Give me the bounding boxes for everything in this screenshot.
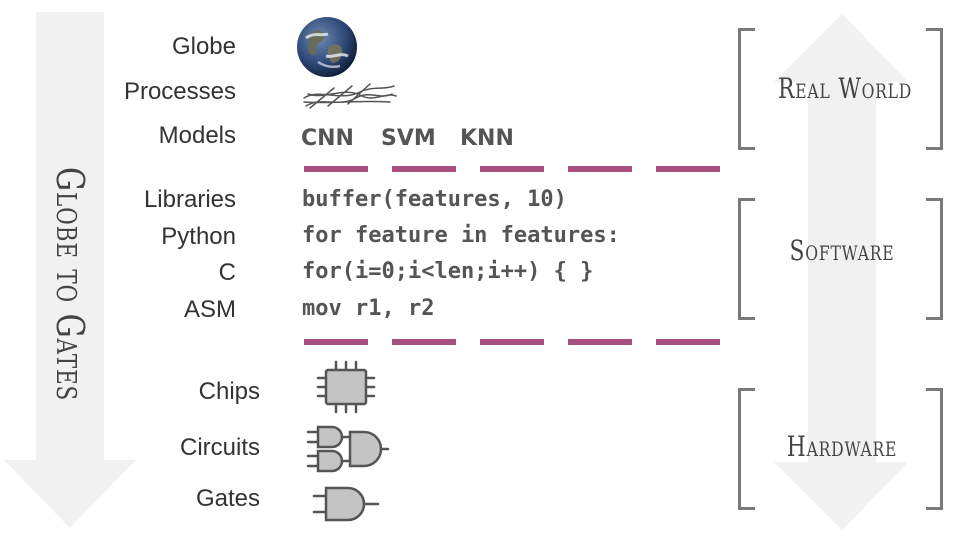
divider-dash xyxy=(656,339,720,345)
model-knn: KNN xyxy=(460,126,514,151)
model-svm: SVM xyxy=(381,126,436,151)
tier-hardware: Hardware xyxy=(786,430,898,463)
divider-dash xyxy=(304,339,368,345)
label-python: Python xyxy=(161,223,236,250)
divider-dash xyxy=(656,166,720,172)
bracket-hardware-left xyxy=(738,388,755,510)
vertical-title: Globe to Gates xyxy=(48,166,92,402)
tier-software: Software xyxy=(789,234,895,267)
bracket-real-world-right xyxy=(926,28,943,150)
label-circuits: Circuits xyxy=(179,434,260,461)
circuit-icon xyxy=(306,425,390,473)
label-c: C xyxy=(218,259,236,286)
scribble-icon xyxy=(303,83,397,109)
bracket-software-left xyxy=(738,198,755,320)
label-models: Models xyxy=(158,122,236,149)
code-libraries: buffer(features, 10) xyxy=(302,187,567,212)
double-arrow-shape xyxy=(774,14,908,530)
divider-dash xyxy=(568,339,632,345)
divider-dash xyxy=(392,166,456,172)
label-asm: ASM xyxy=(183,296,236,323)
code-python: for feature in features: xyxy=(302,223,620,248)
divider-dash xyxy=(304,166,368,172)
globe-icon xyxy=(297,17,357,77)
code-asm: mov r1, r2 xyxy=(302,296,435,321)
bracket-hardware-right xyxy=(926,388,943,510)
chip-icon xyxy=(316,360,376,414)
bracket-software-right xyxy=(926,198,943,320)
label-libraries: Libraries xyxy=(143,186,236,213)
divider-dash xyxy=(568,166,632,172)
label-chips: Chips xyxy=(198,378,260,405)
and-gate-icon xyxy=(312,486,380,522)
code-c: for(i=0;i<len;i++) { } xyxy=(302,259,594,284)
divider-dash xyxy=(392,339,456,345)
tier-real-world: Real World xyxy=(778,72,913,105)
divider-dash xyxy=(480,339,544,345)
label-globe: Globe xyxy=(171,33,236,60)
label-gates: Gates xyxy=(195,485,260,512)
down-arrow-shape xyxy=(4,12,136,528)
model-cnn: CNN xyxy=(301,126,354,151)
bracket-real-world-left xyxy=(738,28,755,150)
divider-dash xyxy=(480,166,544,172)
label-processes: Processes xyxy=(123,78,236,105)
